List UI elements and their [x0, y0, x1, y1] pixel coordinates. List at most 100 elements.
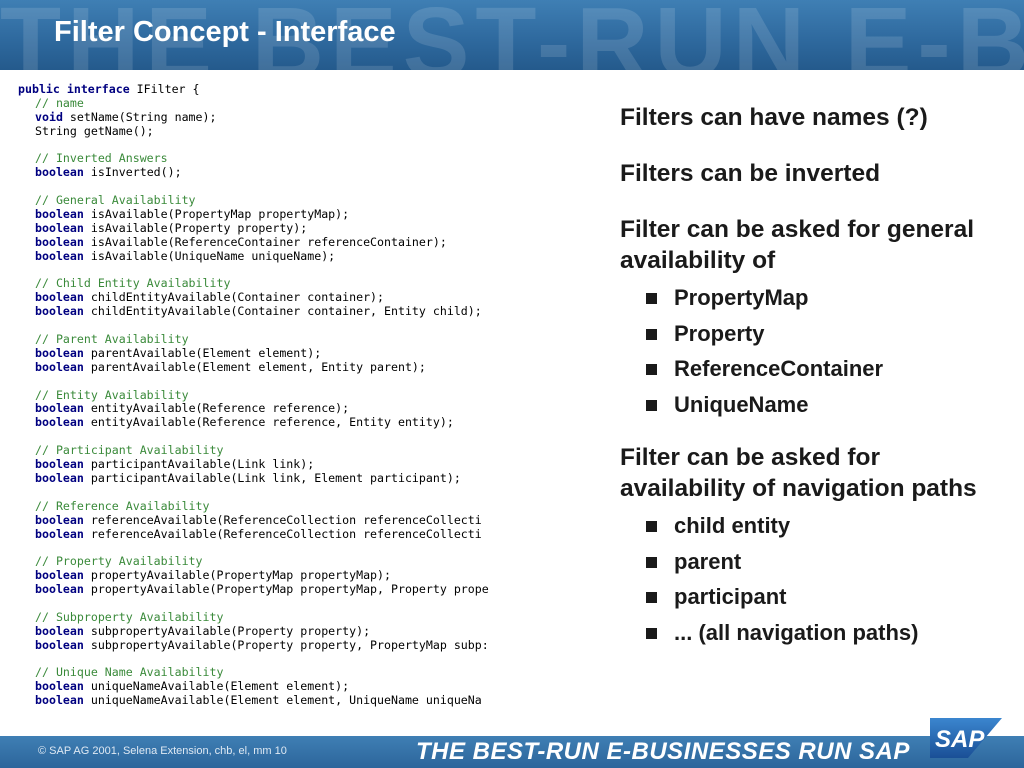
code-line: boolean referenceAvailable(ReferenceColl…	[18, 512, 592, 528]
bullet-general-availability: Filter can be asked for general availabi…	[620, 216, 975, 274]
code-comment: // Parent Availability	[35, 332, 189, 347]
sub-item: Property	[620, 316, 1010, 352]
square-bullet-icon	[646, 293, 657, 304]
sap-logo-shape	[930, 718, 1002, 758]
code-line: boolean isAvailable(PropertyMap property…	[18, 207, 592, 222]
footer-band: © SAP AG 2001, Selena Extension, chb, el…	[0, 736, 1024, 768]
code-blank-line	[18, 430, 592, 444]
code-comment: // Reference Availability	[35, 498, 210, 513]
code-line: boolean isAvailable(UniqueName uniqueNam…	[18, 248, 592, 264]
code-text: isAvailable(PropertyMap propertyMap);	[83, 207, 350, 222]
code-comment-line: // Inverted Answers	[18, 152, 592, 166]
square-bullet-icon	[646, 328, 657, 340]
code-line: boolean childEntityAvailable(Container c…	[18, 290, 592, 305]
footer-copyright: © SAP AG 2001, Selena Extension, chb, el…	[38, 745, 287, 757]
footer-slogan: THE BEST-RUN E-BUSINESSES RUN SAP	[416, 738, 910, 765]
bullet-names: Filters can have names (?)	[620, 104, 928, 131]
code-text: parentAvailable(Element element, Entity …	[83, 359, 426, 374]
code-comment-line: // Participant Availability	[18, 443, 592, 458]
code-text: participantAvailable(Link link);	[83, 457, 315, 472]
sub-item: ReferenceContainer	[620, 351, 1010, 387]
sub-item: participant	[620, 579, 1010, 615]
code-line: boolean entityAvailable(Reference refere…	[18, 415, 592, 430]
code-text: subpropertyAvailable(Property property);	[83, 623, 371, 638]
code-line: boolean isAvailable(ReferenceContainer r…	[18, 234, 592, 250]
code-keyword: boolean	[35, 345, 84, 360]
code-comment: // Property Availability	[35, 554, 203, 569]
code-blank-line	[18, 653, 592, 667]
code-keyword: boolean	[35, 693, 84, 708]
code-text: subpropertyAvailable(Property property, …	[83, 637, 489, 652]
header-watermark: THE BEST-RUN E-BUSINESSES	[0, 0, 1024, 70]
code-blank-line	[18, 319, 592, 333]
code-keyword: boolean	[35, 165, 84, 180]
bullet-list: Filters can have names (?) Filters can b…	[620, 102, 1010, 650]
code-keyword: boolean	[35, 220, 84, 235]
code-line: void setName(String name);	[18, 109, 592, 125]
sub-item: UniqueName	[620, 387, 1010, 423]
code-comment-line: // Property Availability	[18, 554, 592, 569]
sub-item-label: child entity	[674, 513, 791, 538]
code-line: boolean parentAvailable(Element element)…	[18, 345, 592, 361]
code-blank-line	[18, 597, 592, 611]
code-keyword: boolean	[35, 457, 84, 472]
code-text: setName(String name);	[62, 109, 217, 124]
sub-item: child entity	[620, 508, 1010, 544]
code-blank-line	[18, 139, 592, 153]
code-line: boolean subpropertyAvailable(Property pr…	[18, 637, 592, 653]
code-line: String getName();	[18, 123, 592, 139]
square-bullet-icon	[646, 556, 657, 568]
code-comment: // Unique Name Availability	[35, 665, 224, 680]
code-comment-line: // Reference Availability	[18, 498, 592, 514]
code-comment-line: // Subproperty Availability	[18, 610, 592, 625]
sub-item-label: ... (all navigation paths)	[674, 619, 919, 645]
code-keyword: public interface	[18, 83, 130, 96]
header-band: THE BEST-RUN E-BUSINESSES Filter Concept…	[0, 0, 1024, 70]
code-line: boolean uniqueNameAvailable(Element elem…	[18, 679, 592, 694]
page-title: Filter Concept - Interface	[54, 16, 396, 48]
navigation-paths-list: child entity parent participant ... (all…	[620, 508, 1010, 650]
code-blank-line	[18, 264, 592, 278]
sub-item: parent	[620, 544, 1010, 580]
code-keyword: boolean	[35, 623, 84, 638]
bullet-navigation-availability: Filter can be asked for availability of …	[620, 444, 977, 502]
sub-item-label: ReferenceContainer	[674, 356, 884, 381]
code-keyword: boolean	[35, 248, 84, 263]
code-text: String getName();	[35, 123, 154, 138]
code-line: boolean referenceAvailable(ReferenceColl…	[18, 527, 592, 542]
sap-logo-icon: SAP	[930, 718, 1002, 758]
code-line: boolean uniqueNameAvailable(Element elem…	[18, 693, 592, 708]
code-comment: // General Availability	[35, 193, 196, 208]
sub-item: PropertyMap	[620, 280, 1010, 316]
code-keyword: boolean	[35, 470, 84, 485]
code-keyword: boolean	[35, 415, 84, 430]
code-comment: // Inverted Answers	[35, 151, 168, 166]
code-comment: // Participant Availability	[35, 443, 224, 458]
code-comment-line: // Entity Availability	[18, 387, 592, 403]
code-comment-line: // Child Entity Availability	[18, 277, 592, 291]
code-text: IFilter {	[129, 83, 200, 96]
sub-item-label: UniqueName	[674, 391, 809, 417]
code-blank-line	[18, 541, 592, 555]
code-keyword: boolean	[35, 568, 84, 583]
code-line: boolean participantAvailable(Link link, …	[18, 470, 592, 486]
code-comment: // Entity Availability	[35, 387, 189, 402]
code-line: boolean isInverted();	[18, 165, 592, 180]
code-text: childEntityAvailable(Container container…	[83, 290, 385, 305]
code-keyword: boolean	[35, 290, 84, 305]
code-comment-line: // Unique Name Availability	[18, 665, 592, 680]
code-text: isAvailable(Property property);	[83, 220, 308, 235]
code-keyword: boolean	[35, 512, 84, 527]
code-line: boolean propertyAvailable(PropertyMap pr…	[18, 582, 592, 597]
code-text: childEntityAvailable(Container container…	[83, 304, 482, 319]
square-bullet-icon	[646, 364, 657, 375]
code-keyword: boolean	[35, 304, 84, 319]
code-blank-line	[18, 486, 592, 500]
code-line: public interface IFilter {	[18, 83, 592, 97]
square-bullet-icon	[646, 399, 657, 411]
sub-item-label: Property	[674, 320, 765, 346]
code-keyword: boolean	[35, 234, 84, 249]
sub-item-label: participant	[674, 584, 787, 609]
square-bullet-icon	[646, 521, 657, 532]
